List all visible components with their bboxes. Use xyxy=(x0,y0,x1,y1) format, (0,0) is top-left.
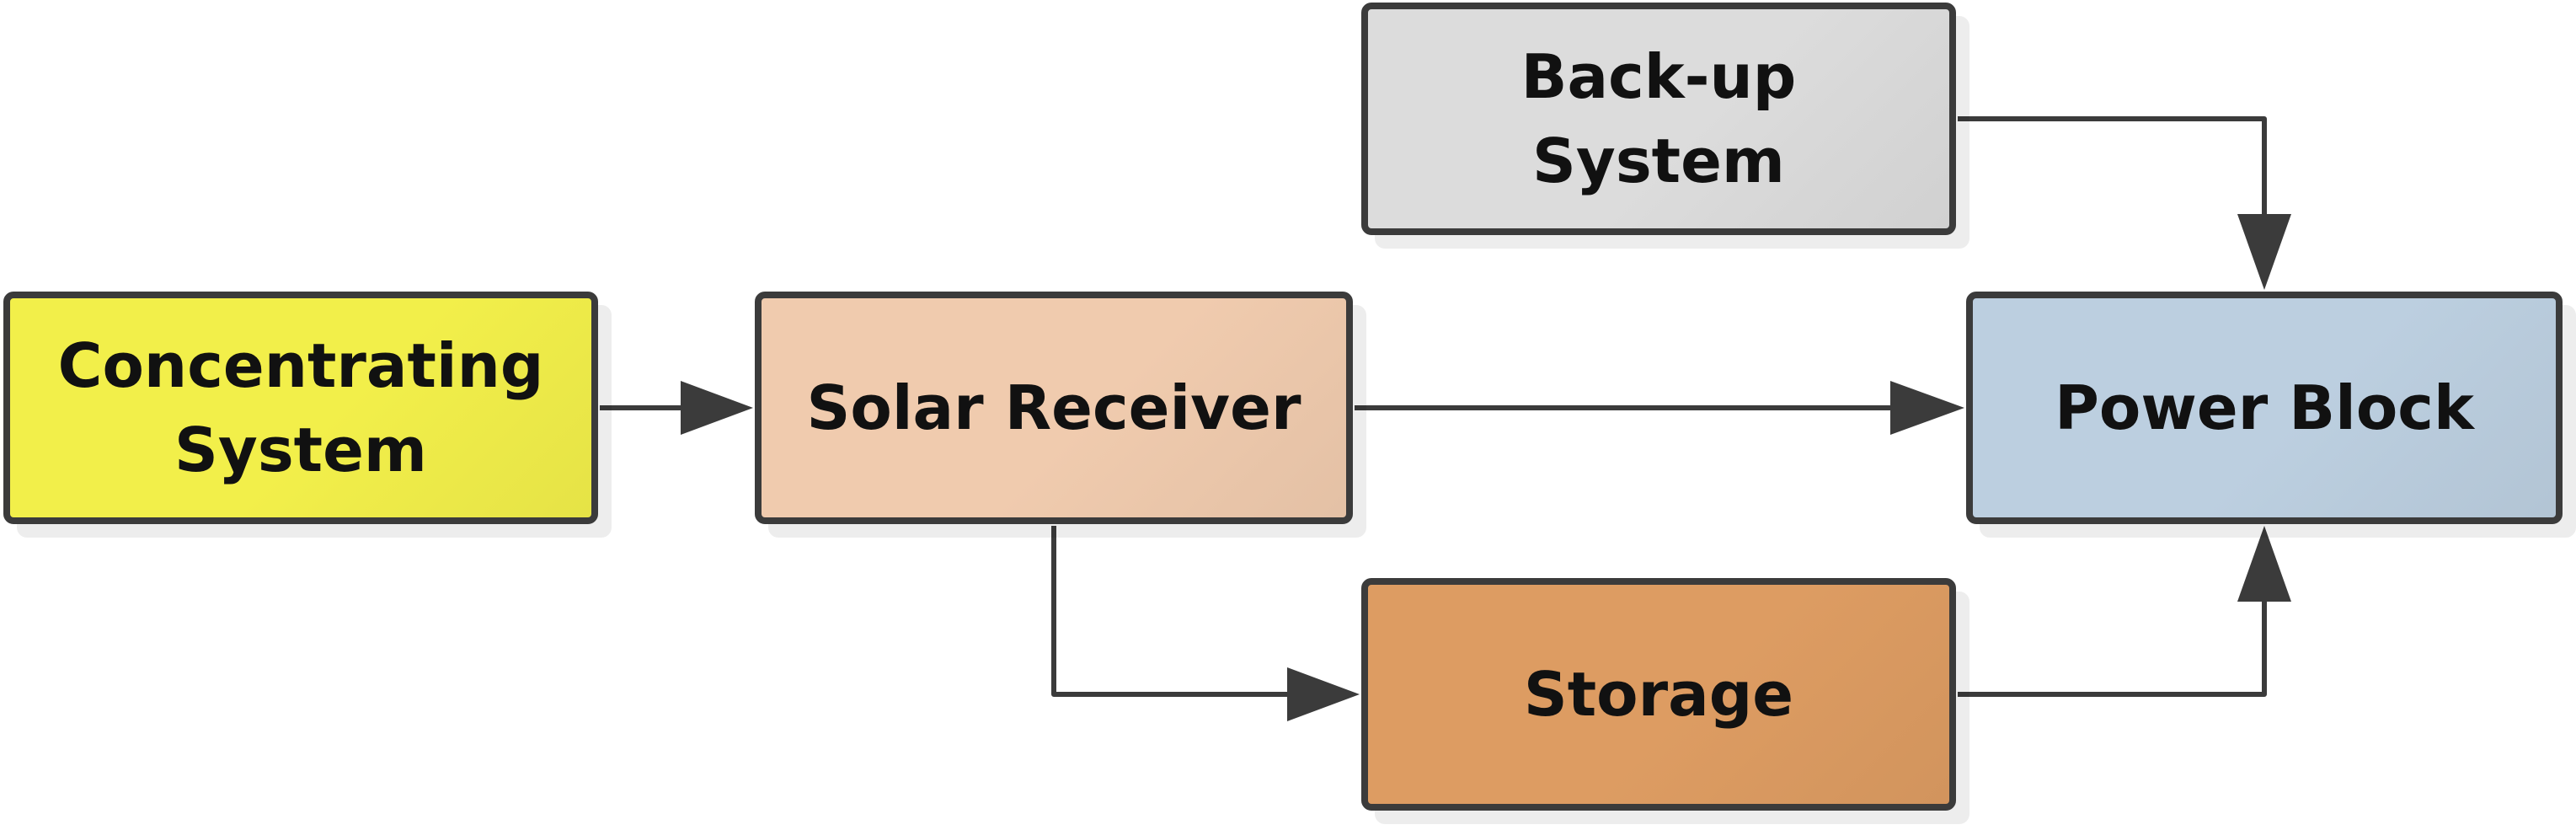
node-label: Back-up System xyxy=(1520,41,1797,196)
node-power-block: Power Block xyxy=(1966,292,2563,524)
edge-backup-power xyxy=(1958,116,2267,217)
node-label: Storage xyxy=(1523,659,1794,730)
node-backup-system: Back-up System xyxy=(1361,3,1956,235)
arrowhead-power-left xyxy=(1890,381,1964,435)
edge-receiver-storage xyxy=(1051,526,1289,697)
node-solar-receiver: Solar Receiver xyxy=(755,292,1353,524)
arrowhead-storage xyxy=(1287,667,1360,721)
edge-storage-power xyxy=(1958,598,2267,697)
node-label: Concentrating System xyxy=(57,330,544,485)
node-label: Solar Receiver xyxy=(806,372,1301,443)
arrowhead-power-bottom xyxy=(2237,526,2291,602)
node-storage: Storage xyxy=(1361,578,1956,811)
arrowhead-power-top xyxy=(2237,214,2291,290)
node-concentrating-system: Concentrating System xyxy=(3,292,598,524)
node-label: Power Block xyxy=(2055,372,2474,443)
arrowhead-receiver xyxy=(681,381,753,435)
